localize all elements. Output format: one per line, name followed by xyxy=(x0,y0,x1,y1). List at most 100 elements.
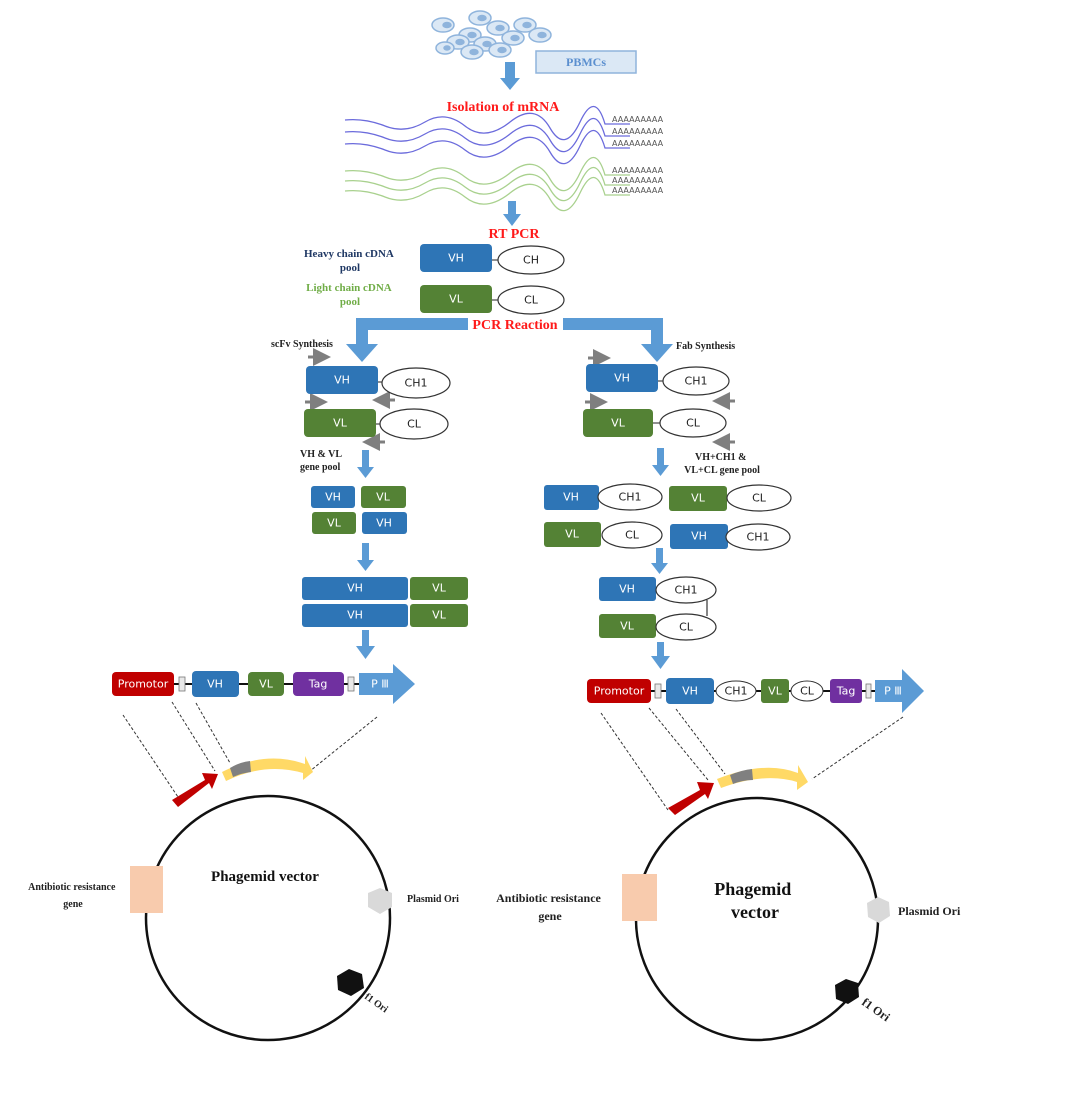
heavy-chain-pool-label: Heavy chain cDNA pool xyxy=(304,248,396,274)
vl-domain: VL xyxy=(333,417,348,430)
fab-plasmid-ori-label: Plasmid Ori xyxy=(898,904,961,918)
vh-domain: VH xyxy=(207,678,223,691)
scfv-heavy-chain: VH CH1 xyxy=(306,366,451,399)
plasmid-ori-hexagon xyxy=(867,897,890,923)
mrna-light-strands xyxy=(344,156,630,212)
scfv-fused-constructs: VH VL VH VL xyxy=(302,577,468,627)
down-arrow-icon xyxy=(357,543,374,571)
vl-domain: VL xyxy=(611,417,626,430)
scfv-light-chain: VL CL xyxy=(304,408,449,440)
scfv-expression-cassette: Promotor VH VL Tag P Ⅲ xyxy=(112,664,415,704)
fab-expression-cassette: Promotor VH CH1 VL CL Tag P Ⅲ xyxy=(587,669,924,713)
light-chain-pool-label: Light chain cDNA pool xyxy=(306,282,394,308)
down-arrow-icon xyxy=(503,201,521,226)
ch1-domain: CH1 xyxy=(747,531,770,544)
vl-domain: VL xyxy=(768,685,783,698)
vl-domain: VL xyxy=(691,492,706,505)
vh-domain: VH xyxy=(563,491,579,504)
pbmc-cells-icon xyxy=(431,10,552,60)
polya-tail: AAAAAAAAA xyxy=(612,186,664,195)
down-arrow-icon xyxy=(500,62,520,90)
polya-tail: AAAAAAAAA xyxy=(612,176,664,185)
pbmcs-label-box xyxy=(535,50,637,74)
vh-domain: VH xyxy=(325,491,341,504)
tag-element: Tag xyxy=(836,685,856,698)
promotor-arrow-icon xyxy=(668,782,714,815)
scfv-synthesis-title: scFv Synthesis xyxy=(271,339,333,350)
primer-arrows xyxy=(585,349,735,451)
dashed-mapping-lines xyxy=(600,707,904,811)
ch1-domain: CH1 xyxy=(619,491,642,504)
down-arrow-icon xyxy=(651,548,668,574)
ch1-domain: CH1 xyxy=(685,375,708,388)
vh-domain: VH xyxy=(614,372,630,385)
piii-element: P Ⅲ xyxy=(371,678,389,691)
cl-domain: CL xyxy=(625,529,640,542)
promotor-arrow-icon xyxy=(172,773,218,807)
vh-domain: VH xyxy=(347,582,363,595)
polya-tails: AAAAAAAAA AAAAAAAAA AAAAAAAAA AAAAAAAAA … xyxy=(612,115,664,195)
down-arrow-icon xyxy=(356,630,375,659)
scfv-vector-title: Phagemid vector xyxy=(211,869,319,885)
step-isolation-mrna: Isolation of mRNA xyxy=(447,100,561,115)
cl-domain: CL xyxy=(407,418,422,431)
vh-domain: VH xyxy=(682,685,698,698)
fab-f1-ori-label: f1 Ori xyxy=(859,995,893,1025)
vh-domain: VH xyxy=(619,583,635,596)
cl-domain: CL xyxy=(800,685,815,698)
step-rt-pcr: RT PCR xyxy=(489,227,541,242)
fab-synthesis-title: Fab Synthesis xyxy=(676,341,735,352)
promotor-element: Promotor xyxy=(594,685,645,698)
fab-gene-pool-grid: VH CH1 VL CL VL CL VH CH1 xyxy=(544,483,792,551)
vh-domain: VH xyxy=(448,252,464,265)
vl-domain: VL xyxy=(565,528,580,541)
fab-assembled: VH CH1 VL CL xyxy=(599,576,717,641)
scfv-antibiotic-label: Antibiotic resistance gene xyxy=(28,882,118,910)
vl-domain: VL xyxy=(432,609,447,622)
piii-element: P Ⅲ xyxy=(884,685,902,698)
scfv-pool-label: VH & VL gene pool xyxy=(300,449,344,473)
scfv-phagemid-vector xyxy=(130,756,392,1042)
vh-domain: VH xyxy=(376,517,392,530)
vl-domain: VL xyxy=(327,517,342,530)
vh-domain: VH xyxy=(691,530,707,543)
vh-domain: VH xyxy=(347,609,363,622)
insert-linker-segment xyxy=(230,761,251,777)
vl-domain: VL xyxy=(449,293,464,306)
fab-heavy-chain: VH CH1 xyxy=(586,364,730,396)
pbmcs-label: PBMCs xyxy=(566,55,606,69)
polya-tail: AAAAAAAAA xyxy=(612,115,664,124)
insert-linker-segment xyxy=(730,769,753,784)
ch1-domain: CH1 xyxy=(725,685,748,698)
heavy-chain-cdna: VH CH xyxy=(420,244,565,275)
vh-domain: VH xyxy=(334,374,350,387)
f1-ori-hexagon xyxy=(337,969,364,996)
plasmid-ori-hexagon xyxy=(368,888,392,914)
fab-light-chain: VL CL xyxy=(583,408,727,438)
fab-vector-title: Phagemid vector xyxy=(714,879,796,922)
ch1-domain: CH1 xyxy=(405,377,428,390)
antibiotic-resistance-gene-box xyxy=(130,866,163,913)
insert-arrow-icon xyxy=(222,756,313,781)
vl-domain: VL xyxy=(259,678,274,691)
light-chain-cdna: VL CL xyxy=(420,285,565,315)
insert-arrow-icon xyxy=(717,765,808,790)
branch-arrows xyxy=(346,318,673,362)
vl-domain: VL xyxy=(376,491,391,504)
polya-tail: AAAAAAAAA xyxy=(612,127,664,136)
cl-domain: CL xyxy=(679,621,694,634)
promotor-element: Promotor xyxy=(118,678,169,691)
scfv-gene-pool-grid: VH VL VL VH xyxy=(311,486,407,534)
antibiotic-resistance-gene-box xyxy=(622,874,657,921)
fab-antibiotic-label: Antibiotic resistance gene xyxy=(496,891,604,923)
cl-domain: CL xyxy=(686,417,701,430)
vl-domain: VL xyxy=(432,582,447,595)
cl-domain: CL xyxy=(752,492,767,505)
fab-pool-label: VH+CH1 & VL+CL gene pool xyxy=(684,452,760,476)
f1-ori-hexagon xyxy=(835,979,859,1004)
step-pcr-reaction: PCR Reaction xyxy=(472,318,557,333)
scfv-f1-ori-label: f1 Ori xyxy=(362,991,390,1015)
down-arrow-icon xyxy=(652,448,669,476)
dashed-mapping-lines xyxy=(122,701,378,798)
